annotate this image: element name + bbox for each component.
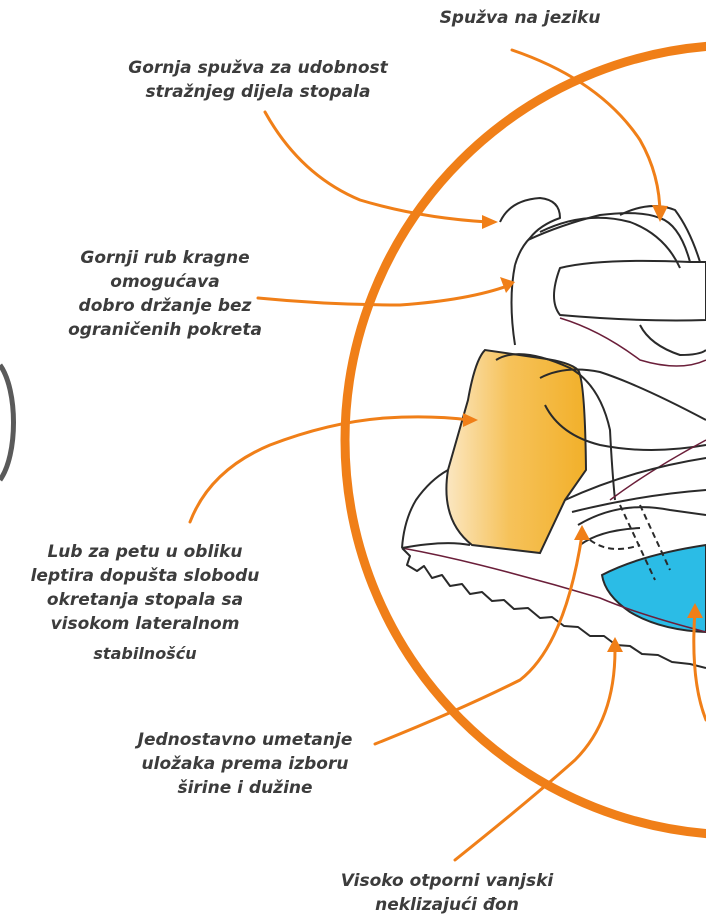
arrow-insole-left (375, 535, 582, 744)
arrow-collar (258, 285, 510, 305)
label-outsole: Visoko otporni vanjski neklizajući đon (312, 869, 582, 917)
label-upper-sponge: Gornja spužva za udobnost stražnjeg dije… (108, 56, 408, 104)
label-insole: Jednostavno umetanje uložaka prema izbor… (100, 728, 390, 800)
arrow-heel (190, 417, 470, 522)
partial-grey-ring (0, 365, 14, 480)
label-heel-counter: Lub za petu u obliku leptira dopušta slo… (10, 540, 280, 666)
heel-counter-shape (446, 350, 586, 553)
arrow-outsole (455, 650, 615, 860)
label-collar-edge: Gornji rub kragne omogućava dobro držanj… (50, 246, 280, 342)
insole-shape (602, 545, 706, 632)
label-tongue-sponge: Spužva na jeziku (420, 6, 620, 30)
